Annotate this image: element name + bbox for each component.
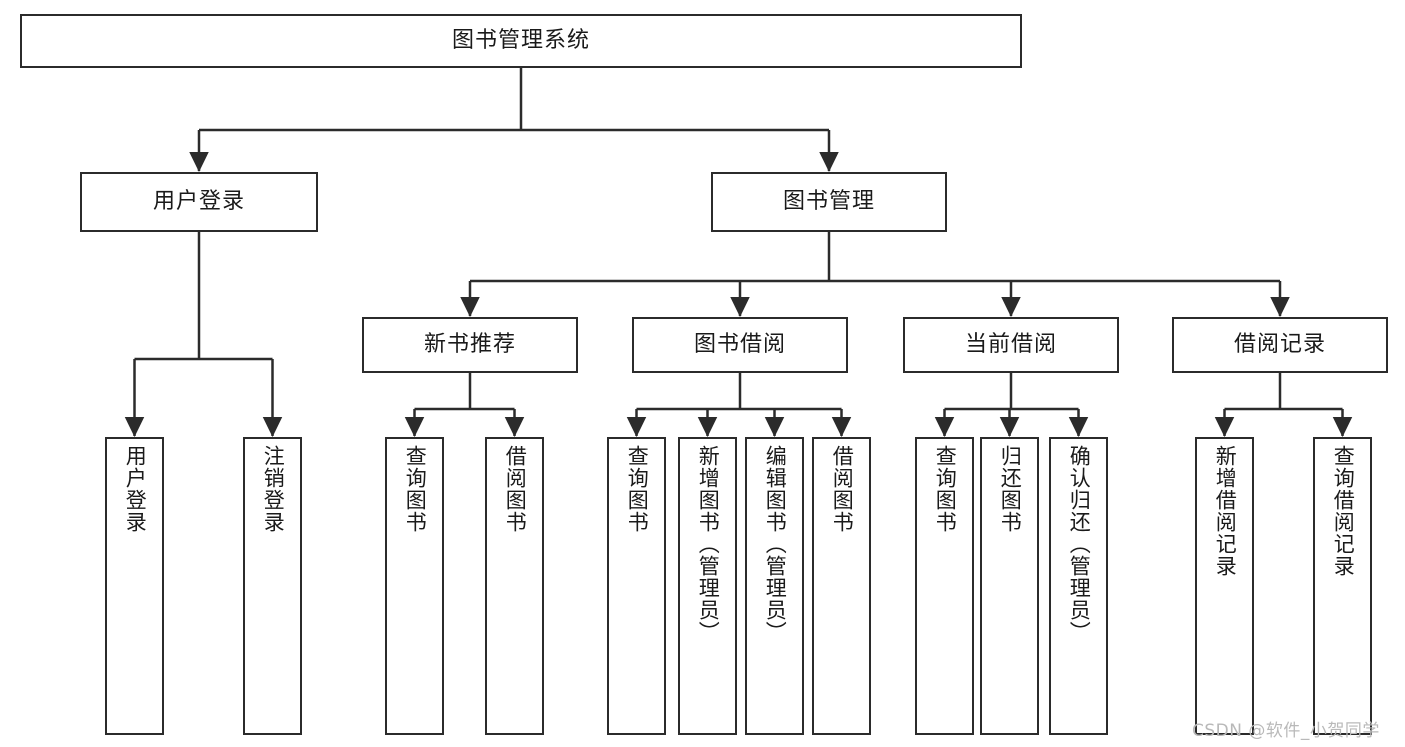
node-leaf-borrow-book-2[interactable]: 借阅图书 xyxy=(812,437,871,735)
node-current-borrow[interactable]: 当前借阅 xyxy=(903,317,1119,373)
node-label: 归还图书 xyxy=(998,445,1023,533)
node-label: 新增借阅记录 xyxy=(1213,445,1238,577)
node-label: 用户登录 xyxy=(152,188,245,214)
node-leaf-user-login[interactable]: 用户登录 xyxy=(105,437,164,735)
node-label: 确认归还（管理员） xyxy=(1067,445,1092,643)
node-leaf-edit-book[interactable]: 编辑图书（管理员） xyxy=(745,437,804,735)
node-label: 借阅图书 xyxy=(503,445,528,533)
node-user-login[interactable]: 用户登录 xyxy=(80,172,318,232)
node-leaf-borrow-book-1[interactable]: 借阅图书 xyxy=(485,437,544,735)
node-label: 查询图书 xyxy=(933,445,958,533)
node-leaf-logout[interactable]: 注销登录 xyxy=(243,437,302,735)
node-borrow-record[interactable]: 借阅记录 xyxy=(1172,317,1388,373)
node-label: 图书借阅 xyxy=(693,331,786,357)
node-label: 图书管理系统 xyxy=(451,27,590,53)
node-leaf-query-book-1[interactable]: 查询图书 xyxy=(385,437,444,735)
node-book-borrow[interactable]: 图书借阅 xyxy=(632,317,848,373)
node-label: 图书管理 xyxy=(782,188,875,214)
node-leaf-return-book[interactable]: 归还图书 xyxy=(980,437,1039,735)
node-leaf-query-book-3[interactable]: 查询图书 xyxy=(915,437,974,735)
node-label: 借阅图书 xyxy=(830,445,855,533)
node-label: 编辑图书（管理员） xyxy=(763,445,788,643)
node-label: 新增图书（管理员） xyxy=(696,445,721,643)
node-label: 查询图书 xyxy=(625,445,650,533)
node-leaf-confirm-return[interactable]: 确认归还（管理员） xyxy=(1049,437,1108,735)
node-new-book-rec[interactable]: 新书推荐 xyxy=(362,317,578,373)
node-label: 用户登录 xyxy=(123,445,148,533)
node-label: 查询图书 xyxy=(403,445,428,533)
node-book-manage[interactable]: 图书管理 xyxy=(711,172,947,232)
node-label: 查询借阅记录 xyxy=(1331,445,1356,577)
node-leaf-add-book[interactable]: 新增图书（管理员） xyxy=(678,437,737,735)
node-label: 当前借阅 xyxy=(964,331,1057,357)
node-leaf-add-record[interactable]: 新增借阅记录 xyxy=(1195,437,1254,735)
node-root[interactable]: 图书管理系统 xyxy=(20,14,1022,68)
node-label: 借阅记录 xyxy=(1233,331,1326,357)
node-label: 注销登录 xyxy=(261,445,286,533)
node-label: 新书推荐 xyxy=(423,331,516,357)
node-leaf-query-book-2[interactable]: 查询图书 xyxy=(607,437,666,735)
node-leaf-query-record[interactable]: 查询借阅记录 xyxy=(1313,437,1372,735)
